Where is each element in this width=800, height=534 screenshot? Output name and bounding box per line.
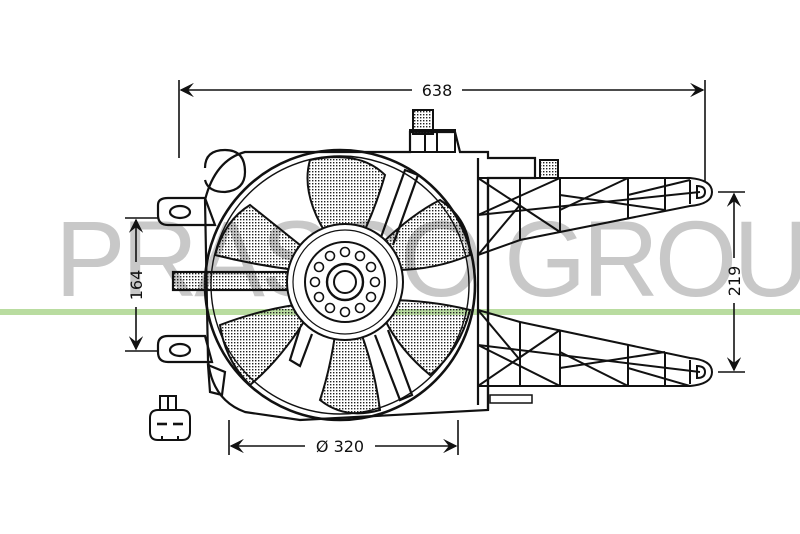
fan-blades <box>213 156 472 415</box>
dimension-width: 638 <box>178 80 706 182</box>
fan-hub <box>286 223 404 341</box>
dimension-right-label: 219 <box>725 266 744 297</box>
electrical-connector <box>149 395 191 441</box>
motor-connector-top <box>409 109 559 179</box>
dimension-width-label: 638 <box>422 81 453 100</box>
bracket-upper-arm <box>477 177 714 256</box>
dimension-left-mounts: 164 <box>125 217 158 352</box>
bracket-lower-arm <box>477 309 714 387</box>
dimension-fan-label: Ø 320 <box>316 437 364 456</box>
dimension-fan-diameter: Ø 320 <box>228 420 459 456</box>
motor-spokes <box>171 168 420 402</box>
dimension-right-mounts: 219 <box>718 191 745 373</box>
dimension-left-label: 164 <box>127 270 146 301</box>
shroud-frame <box>156 130 537 422</box>
